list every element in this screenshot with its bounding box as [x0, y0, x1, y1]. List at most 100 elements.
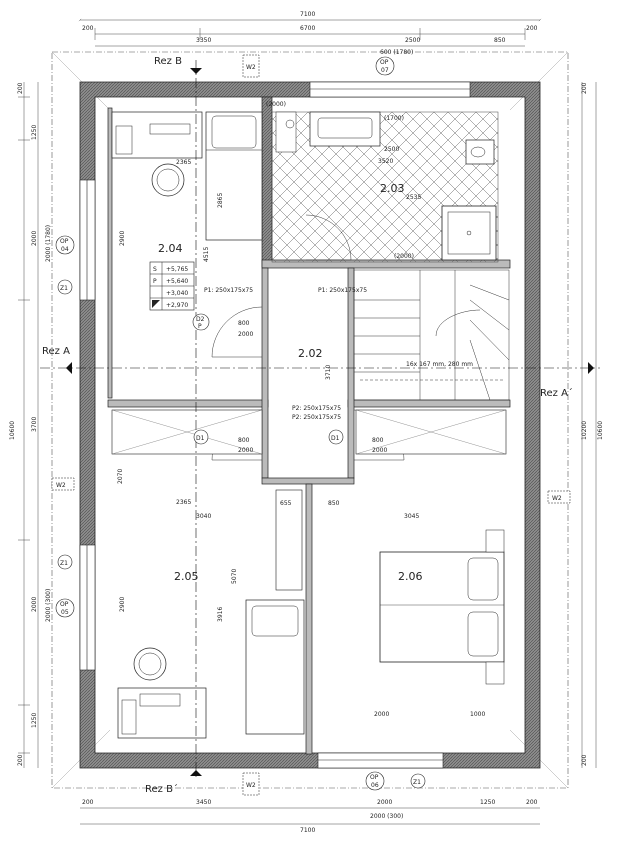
- dim-inner-800-a: 800: [238, 320, 250, 327]
- dim-bottom-1250: 1250: [480, 799, 495, 806]
- op05-top: OP: [60, 601, 69, 608]
- room-label-2-03: 2.03: [380, 182, 405, 195]
- level-sym-0: S: [153, 266, 157, 273]
- dim-left-2000-bottom: 2000: [31, 597, 38, 612]
- roof-outline: [51, 51, 569, 789]
- dim-inner-2365-b: 2365: [176, 499, 191, 506]
- rez-b-top-label: Rez B: [154, 56, 182, 67]
- shower-tray: [441, 205, 497, 261]
- dim-inner-2365-a: 2365: [176, 159, 191, 166]
- d1-b-tag: D1: [331, 435, 340, 442]
- room-label-2-06: 2.06: [398, 570, 423, 583]
- w2-top-tag: W2: [246, 64, 256, 71]
- dim-top-200-right: 200: [526, 25, 538, 32]
- dim-inner-p1-a: P1: 250x175x75: [204, 287, 253, 294]
- dim-inner-p1-b: P1: 250x175x75: [318, 287, 367, 294]
- room-label-2-04: 2.04: [158, 242, 183, 255]
- dim-inner-655: 655: [280, 500, 292, 507]
- dimension-lines: [18, 18, 597, 825]
- dim-inner-2865: 2865: [217, 193, 224, 208]
- dim-left-window-1: 2000 (1780): [45, 225, 52, 262]
- dim-right-200-bottom: 200: [581, 754, 588, 766]
- dim-inner-800-c: 800: [372, 437, 384, 444]
- dim-top-3350: 3350: [196, 37, 211, 44]
- w2-left-tag: W2: [56, 482, 66, 489]
- circle-tags: [55, 56, 426, 791]
- dim-inner-1000: 1000: [470, 711, 485, 718]
- level-value-0: +5,765: [166, 266, 188, 273]
- floor-drain: [285, 119, 295, 129]
- z1-left-tag: Z1: [60, 285, 68, 292]
- z1-bottom-tag: Z1: [413, 779, 421, 786]
- dim-inner-2000-d3: 2000: [372, 447, 387, 454]
- rez-a-right-label: Rez A´: [540, 387, 573, 399]
- dim-inner-2000-d2: 2000: [238, 447, 253, 454]
- desk-2-04: [111, 111, 203, 197]
- dim-inner-p2-a: P2: 250x175x75: [292, 405, 341, 412]
- dim-right-200-top: 200: [581, 82, 588, 94]
- room-label-2-02: 2.02: [298, 347, 323, 360]
- room-label-2-05: 2.05: [174, 570, 199, 583]
- rez-b-bottom-label: Rez B´: [145, 783, 178, 795]
- dim-top-200-left: 200: [82, 25, 94, 32]
- dim-inner-5070: 5070: [231, 569, 238, 584]
- dim-right-10200: 10200: [581, 421, 588, 440]
- wardrobes: [111, 409, 507, 591]
- dim-inner-2000-a: 2000: [374, 711, 389, 718]
- w2-bottom-tag: W2: [246, 782, 256, 789]
- dim-bottom-200-right: 200: [526, 799, 538, 806]
- dim-top-850: 850: [494, 37, 506, 44]
- op05-bottom: 05: [61, 609, 69, 616]
- dim-inner-3520: 3520: [378, 158, 393, 165]
- dim-left-200-bottom: 200: [17, 754, 24, 766]
- section-lines: [40, 60, 600, 780]
- dim-inner-2900-b: 2900: [119, 597, 126, 612]
- windows: [79, 81, 471, 769]
- dim-inner-850: 850: [328, 500, 340, 507]
- desk-2-05: [117, 647, 207, 739]
- w2-tags: [51, 54, 571, 796]
- dim-bottom-200-left: 200: [82, 799, 94, 806]
- dim-left-200-top: 200: [17, 82, 24, 94]
- dim-inner-2900: 2900: [119, 231, 126, 246]
- dim-left-window-2: 2000 (300): [45, 589, 52, 622]
- staircase: [353, 269, 510, 401]
- dim-left-3700: 3700: [31, 417, 38, 432]
- d2-top: D2: [196, 316, 205, 323]
- dim-bottom-2000: 2000: [377, 799, 392, 806]
- dim-bottom-3450: 3450: [196, 799, 211, 806]
- dim-inner-p2-b: P2: 250x175x75: [292, 414, 341, 421]
- dim-left-total: 10600: [9, 421, 16, 440]
- rez-a-left-label: Rez A: [42, 346, 70, 357]
- dim-inner-2000-win: (2000): [394, 253, 414, 260]
- dim-inner-3916-a: 3916: [217, 607, 224, 622]
- radiator-bathroom: [275, 111, 297, 153]
- dim-inner-4515: 4515: [203, 247, 210, 262]
- dim-inner-3045: 3045: [404, 513, 419, 520]
- double-bed-2-06: [379, 529, 505, 685]
- dim-bottom-window: 2000 (300): [370, 813, 403, 820]
- op07-top: OP: [380, 59, 389, 66]
- dim-top-6700: 6700: [300, 25, 315, 32]
- level-sym-1: P: [153, 278, 157, 285]
- bed-2-05: [245, 599, 305, 735]
- dim-inner-3040: 3040: [196, 513, 211, 520]
- dim-bottom-total: 7100: [300, 827, 315, 834]
- level-table: S +5,765 P +5,640 +3,040 +2,970: [149, 261, 195, 311]
- level-value-3: +2,970: [166, 302, 188, 309]
- dim-left-1250-bottom: 1250: [31, 713, 38, 728]
- d2-bottom: P: [198, 323, 202, 330]
- dim-inner-3710: 3710: [325, 365, 332, 380]
- dim-inner-stair: 16x 167 mm, 280 mm: [406, 361, 473, 368]
- dim-top-window: 600 (1780): [380, 49, 413, 56]
- level-value-1: +5,640: [166, 278, 188, 285]
- d1-a-tag: D1: [196, 435, 205, 442]
- dim-inner-2070: 2070: [117, 469, 124, 484]
- dim-inner-2000-d1: 2000: [238, 331, 253, 338]
- dim-top-total: 7100: [300, 11, 315, 18]
- op07-bottom: 07: [381, 67, 389, 74]
- washbasin: [309, 111, 381, 147]
- w2-right-tag: W2: [552, 495, 562, 502]
- z1-left2-tag: Z1: [60, 560, 68, 567]
